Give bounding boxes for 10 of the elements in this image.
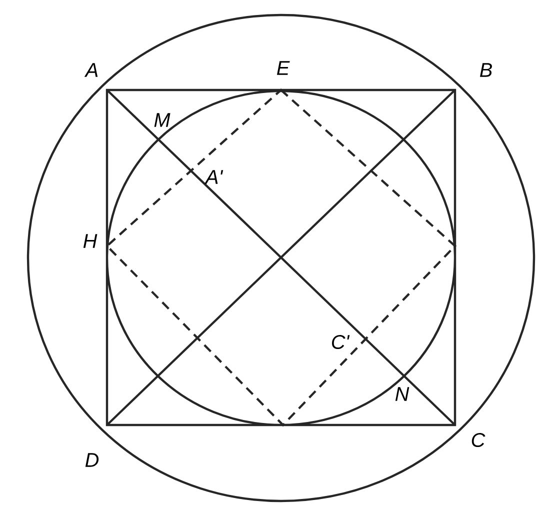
point-label: N	[395, 387, 410, 401]
point-label: H	[83, 234, 98, 248]
point-label: A	[84, 63, 98, 77]
point-label: C	[472, 432, 486, 448]
point-label: A'	[204, 170, 224, 184]
point-label: C'	[332, 334, 350, 350]
point-label: B	[480, 63, 492, 77]
point-label: D	[85, 453, 99, 467]
point-label: E	[276, 61, 290, 75]
point-label: M	[154, 113, 170, 127]
